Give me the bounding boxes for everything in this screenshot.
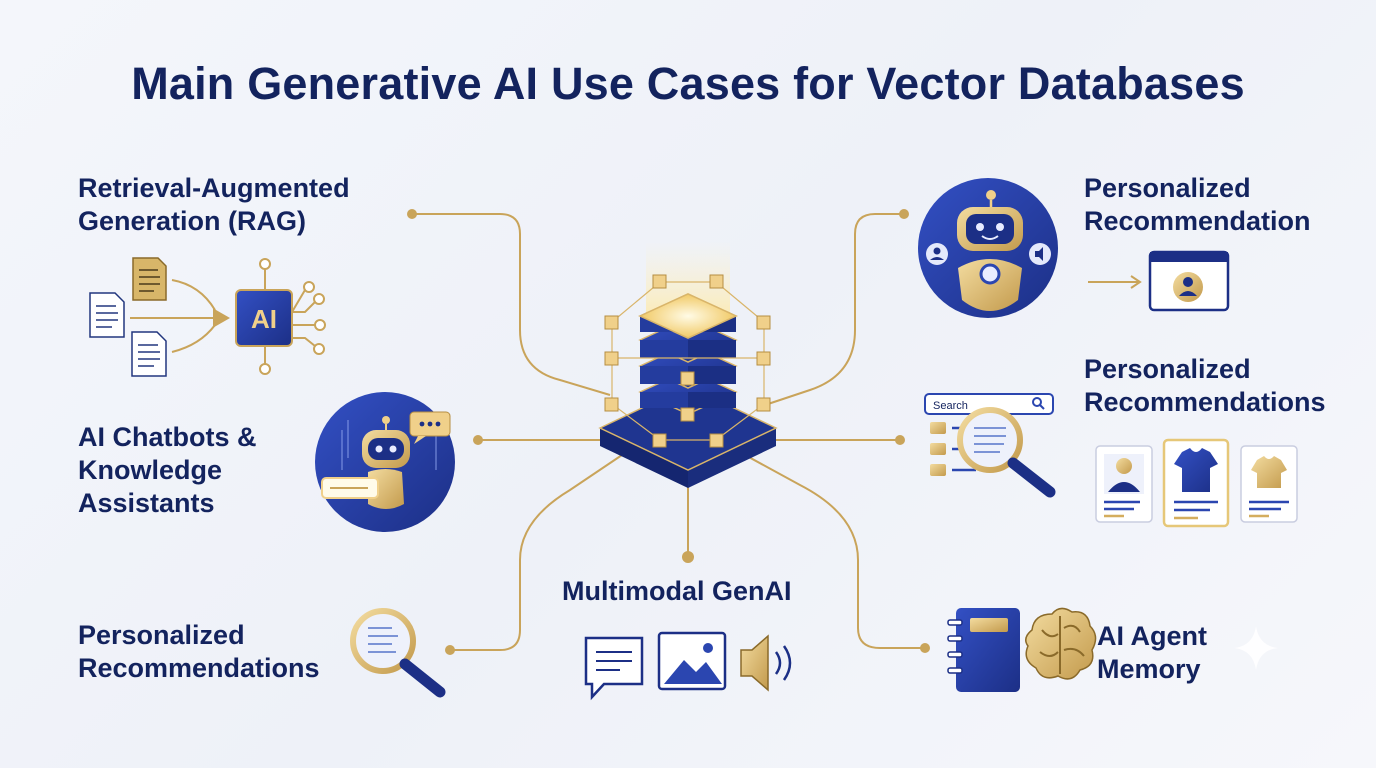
vector-database-icon (598, 240, 778, 488)
audio-icon (740, 634, 792, 692)
label-reco-top-right-line2: Recommendation (1084, 206, 1311, 236)
search-placeholder: Search (933, 400, 968, 412)
chatbot-robot-icon (315, 392, 455, 532)
label-reco-mid-right: Personalized Recommendations (1084, 353, 1326, 419)
document-icon (89, 292, 125, 338)
label-rag-line2: Generation (RAG) (78, 206, 307, 236)
document-icon (131, 331, 167, 377)
label-rag: Retrieval-Augmented Generation (RAG) (78, 172, 350, 238)
text-chat-icon (584, 636, 644, 701)
label-reco-mid-right-line1: Personalized (1084, 354, 1251, 384)
label-multimodal: Multimodal GenAI (562, 576, 792, 606)
recommendation-robot-icon (918, 178, 1058, 318)
label-reco-mid-right-line2: Recommendations (1084, 387, 1326, 417)
label-reco-bottom-left-line2: Recommendations (78, 653, 320, 683)
search-magnifier-icon (350, 608, 446, 698)
label-rag-line1: Retrieval-Augmented (78, 173, 350, 203)
connector-agent-memory (744, 454, 925, 649)
label-chatbots: AI Chatbots & Knowledge Assistants (78, 421, 257, 520)
connector-lines (412, 213, 925, 651)
brain-icon (1025, 607, 1097, 680)
ai-chip-label: AI (251, 304, 277, 334)
product-card-shirt (1162, 438, 1230, 528)
label-reco-bottom-left: Personalized Recommendations (78, 619, 320, 685)
product-card-tshirt (1240, 445, 1298, 523)
notebook-icon (947, 608, 1020, 692)
image-icon (657, 631, 727, 691)
label-chatbots-line2: Knowledge (78, 455, 223, 485)
sparkle-icon (1234, 626, 1278, 670)
ai-chip-icon: AI (235, 258, 326, 375)
label-chatbots-line3: Assistants (78, 488, 215, 518)
connector-dots (407, 209, 930, 655)
label-agent-memory: AI Agent Memory (1097, 620, 1207, 686)
label-reco-top-right: Personalized Recommendation (1084, 172, 1311, 238)
connector-rag (412, 213, 611, 396)
label-agent-memory-line2: Memory (1097, 654, 1201, 684)
label-chatbots-line1: AI Chatbots & (78, 422, 257, 452)
page-title: Main Generative AI Use Cases for Vector … (131, 58, 1245, 109)
document-icon (132, 257, 167, 301)
connector-reco-top-right (764, 213, 904, 406)
label-reco-top-right-line1: Personalized (1084, 173, 1251, 203)
rag-illustration: AI (89, 257, 326, 377)
label-reco-bottom-left-line1: Personalized (78, 620, 245, 650)
label-agent-memory-line1: AI Agent (1097, 621, 1207, 651)
product-card-person (1095, 445, 1153, 523)
connector-reco-bottom-left (450, 454, 623, 651)
flow-arrows-icon (130, 279, 231, 353)
profile-window-icon (1088, 250, 1230, 312)
search-results-icon: Search (924, 393, 1056, 498)
